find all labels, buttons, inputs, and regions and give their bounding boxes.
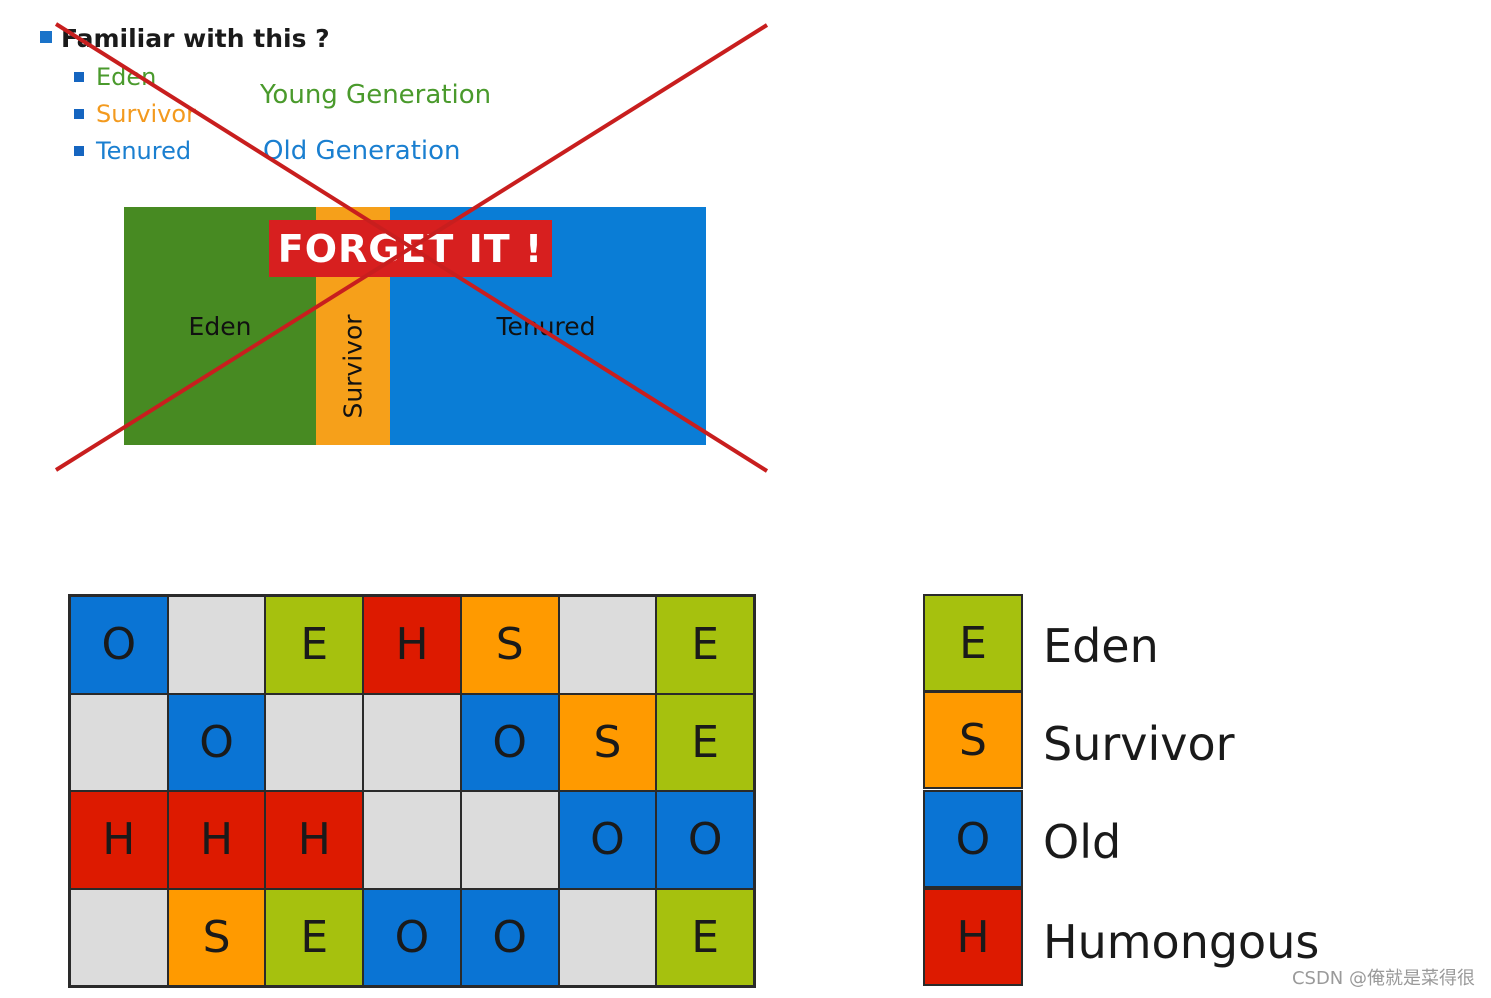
region-cell: H xyxy=(70,791,168,889)
bullet-icon xyxy=(74,146,84,156)
region-cell xyxy=(167,596,266,694)
segment-eden-label: Eden xyxy=(188,311,252,341)
region-cell: E xyxy=(656,888,754,986)
segment-tenured-label: Tenured xyxy=(496,311,596,341)
bullet-icon xyxy=(74,72,84,82)
region-cell: E xyxy=(265,596,364,694)
region-cell: O xyxy=(460,888,559,986)
region-cell: S xyxy=(460,596,559,694)
region-cell: O xyxy=(460,693,559,791)
region-cell xyxy=(558,596,657,694)
old-model-item-eden: Eden xyxy=(96,63,157,91)
region-cell: O xyxy=(558,791,657,889)
old-model-item-survivor: Survivor xyxy=(96,100,196,128)
region-cell: H xyxy=(363,596,461,694)
region-cell: H xyxy=(265,791,364,889)
legend-label: Old xyxy=(1043,815,1122,869)
legend-label: Eden xyxy=(1043,619,1159,673)
old-model-item-tenured: Tenured xyxy=(96,137,192,165)
region-cell: O xyxy=(363,888,461,986)
heading: Familiar with this ? xyxy=(61,24,330,53)
region-cell xyxy=(460,791,559,889)
region-cell: O xyxy=(656,791,754,889)
region-cell: S xyxy=(558,693,657,791)
legend-swatch: H xyxy=(923,888,1023,986)
region-cell: H xyxy=(167,791,266,889)
region-cell: O xyxy=(167,693,266,791)
region-cell: S xyxy=(167,888,266,986)
region-cell xyxy=(363,693,461,791)
forget-it-banner: FORGET IT ! xyxy=(269,220,552,277)
region-cell: E xyxy=(656,596,754,694)
legend-label: Survivor xyxy=(1043,717,1235,771)
legend-swatch: E xyxy=(923,594,1023,692)
legend-swatch: O xyxy=(923,790,1023,888)
region-cell: E xyxy=(265,888,364,986)
region-cell xyxy=(265,693,364,791)
young-generation-label: Young Generation xyxy=(260,80,492,110)
watermark: CSDN @俺就是菜得很 xyxy=(1291,968,1475,989)
region-cell: E xyxy=(656,693,754,791)
region-cell xyxy=(70,693,168,791)
legend-label: Humongous xyxy=(1043,915,1320,969)
region-cell xyxy=(558,888,657,986)
old-generation-label: Old Generation xyxy=(263,136,461,166)
region-cell: O xyxy=(70,596,168,694)
legend-swatch: S xyxy=(923,691,1023,789)
bullet-icon xyxy=(74,109,84,119)
segment-survivor-label: Survivor xyxy=(338,313,368,419)
heading-bullet-icon xyxy=(40,31,52,43)
region-cell xyxy=(70,888,168,986)
region-cell xyxy=(363,791,461,889)
